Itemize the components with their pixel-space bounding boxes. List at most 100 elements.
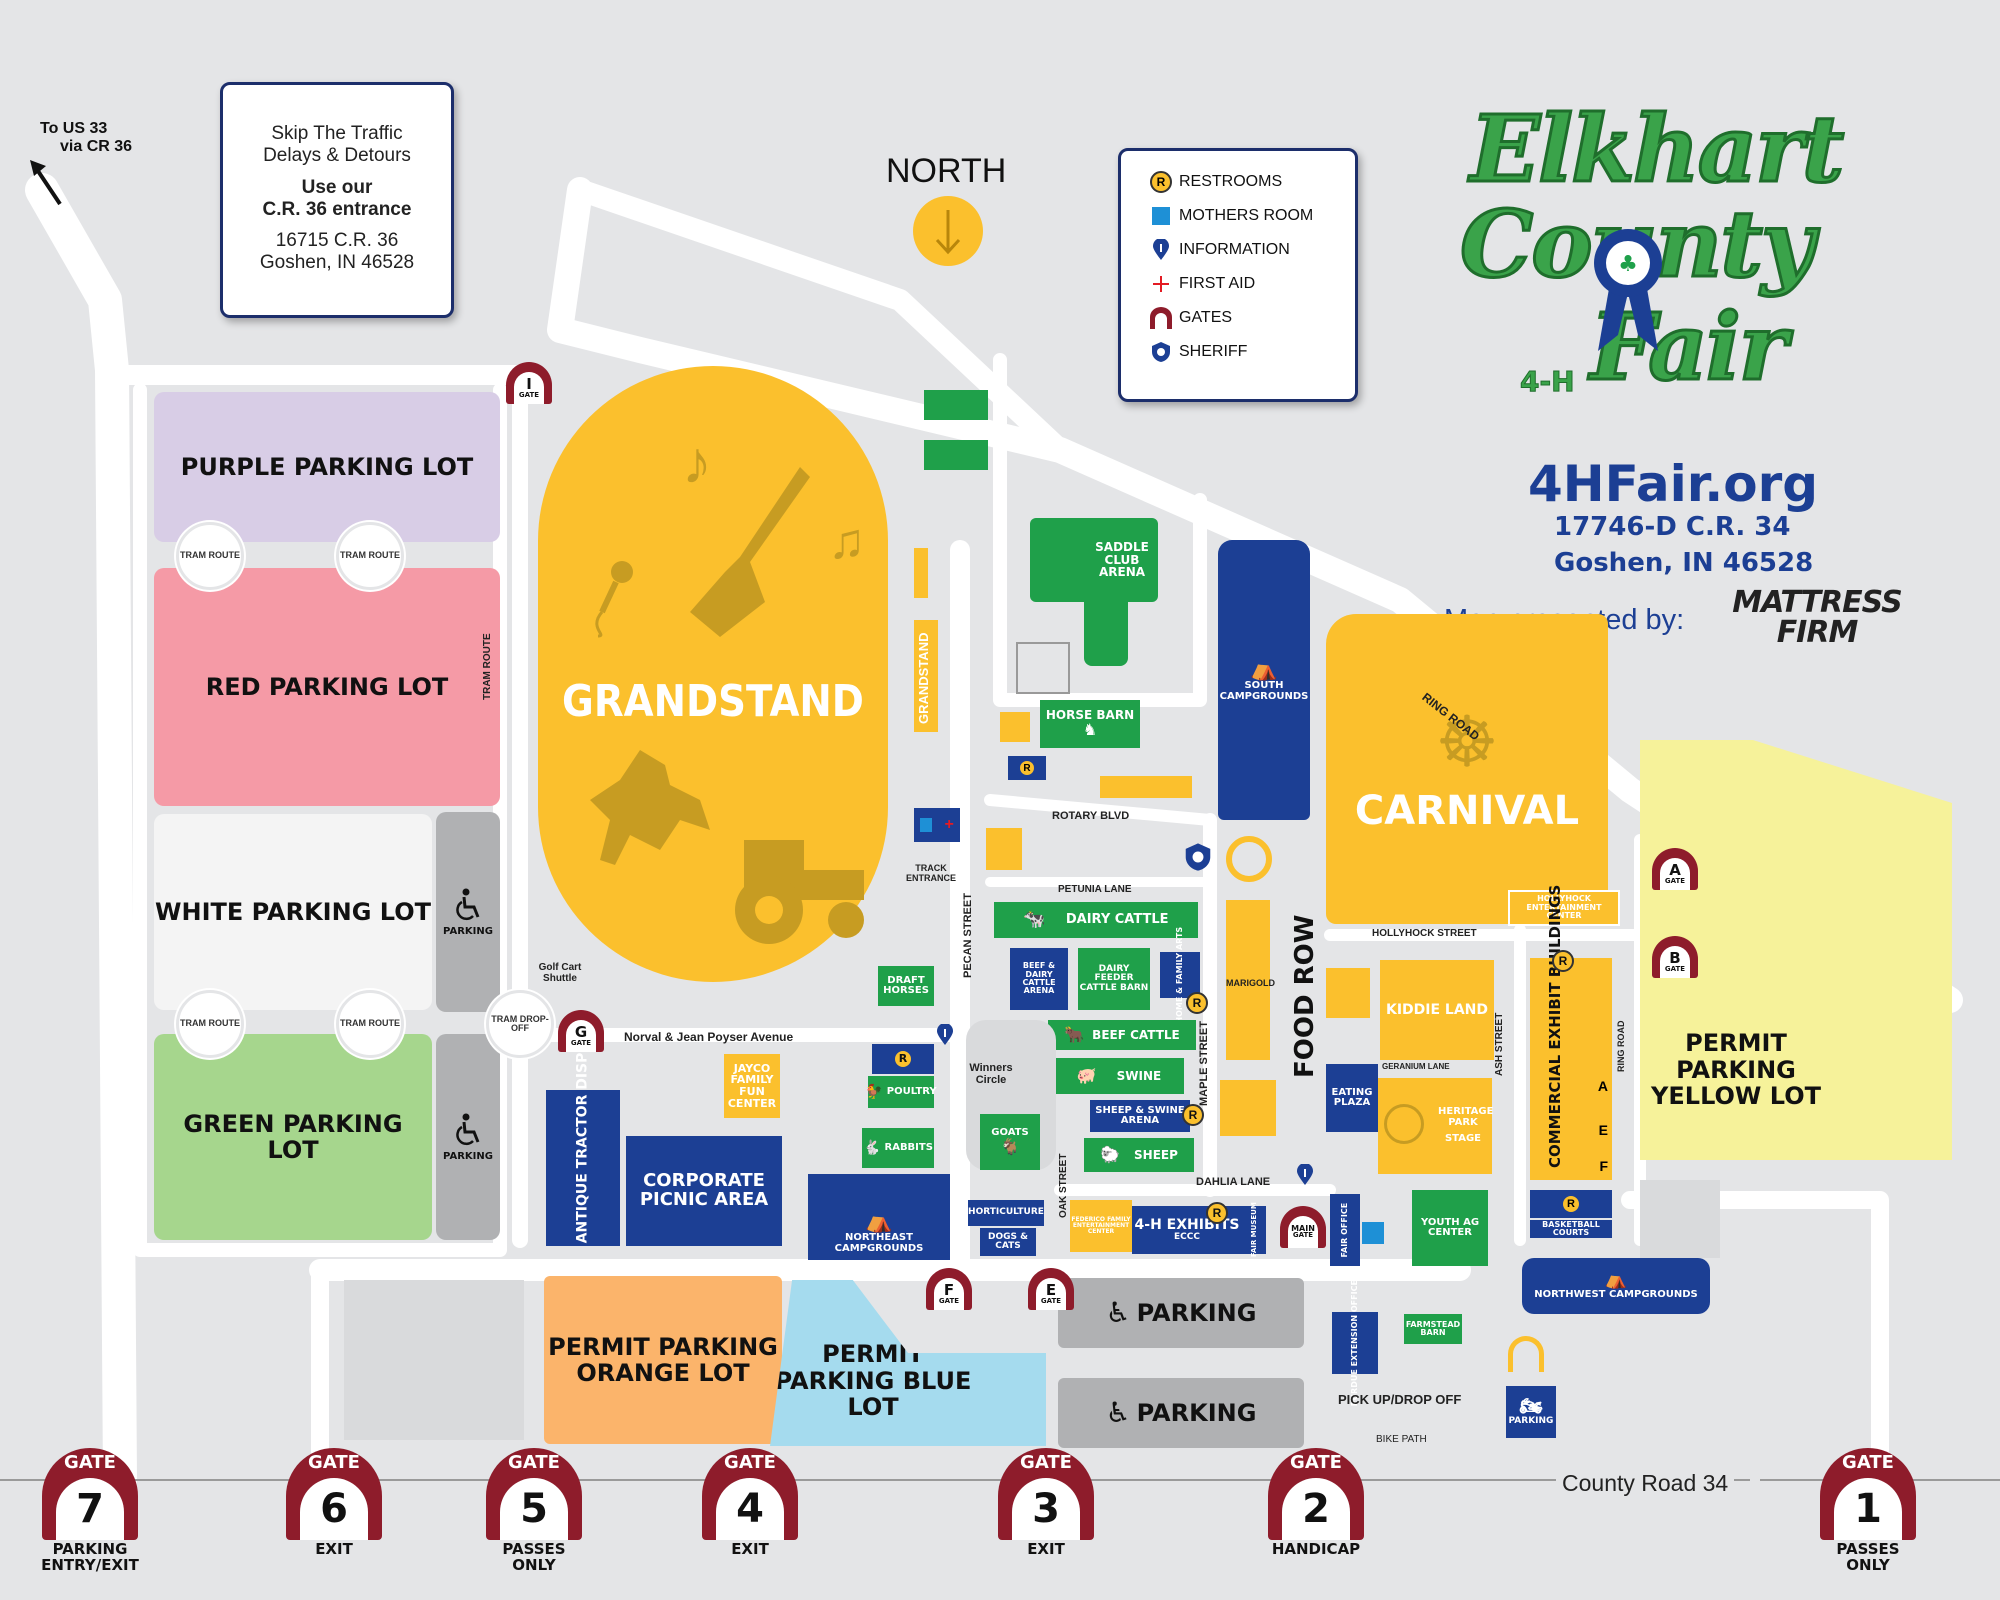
accessible-parking-upper[interactable]: PARKING — [436, 812, 500, 1012]
hollyhock-entertainment-label: HOLLYHOCK ENTERTAINMENT CENTER — [1526, 894, 1602, 921]
sheep-barn[interactable]: 🐑 SHEEP — [1084, 1138, 1194, 1172]
mothers-room-icon[interactable] — [1362, 1222, 1384, 1244]
ash-street-label: ASH STREET — [1494, 1012, 1505, 1076]
south-campgrounds[interactable]: ⛺ SOUTH CAMPGROUNDS — [1218, 540, 1310, 820]
poultry-barn[interactable]: 🐓 POULTRY — [865, 1076, 937, 1108]
saddle-club-arena[interactable]: SADDLE CLUB ARENA — [1030, 518, 1158, 602]
antique-tractor-display[interactable]: ANTIQUE TRACTOR DISPLAY — [546, 1024, 620, 1246]
restroom-marker[interactable]: R — [1206, 1202, 1228, 1224]
white-parking-lot[interactable]: WHITE PARKING LOT — [154, 814, 432, 1010]
eating-plaza[interactable]: EATING PLAZA — [1326, 1064, 1378, 1132]
commercial-exhibit-buildings[interactable]: COMMERCIAL EXHIBIT BUILDINGS A E F — [1530, 885, 1612, 1180]
first-aid-building[interactable]: + — [914, 808, 960, 842]
fair-office[interactable]: FAIR OFFICE — [1330, 1194, 1360, 1266]
restroom-building[interactable]: R — [1008, 756, 1046, 780]
restroom-commercial[interactable]: R — [1530, 1190, 1612, 1218]
beef-dairy-arena[interactable]: BEEF & DAIRY CATTLE ARENA — [1010, 948, 1068, 1010]
info-line-4: C.R. 36 entrance — [262, 198, 412, 220]
tram-route-stop[interactable]: TRAM ROUTE — [336, 990, 404, 1058]
dogs-cats-building[interactable]: DOGS & CATS — [980, 1228, 1036, 1256]
information-icon[interactable] — [936, 1023, 954, 1051]
accessible-parking-south-2[interactable]: ♿ PARKING — [1058, 1378, 1304, 1448]
food-row-label: FOOD ROW — [1290, 914, 1320, 1078]
kiddie-land[interactable]: KIDDIE LAND — [1380, 960, 1494, 1060]
north-green-building-1[interactable] — [924, 390, 988, 420]
beef-cattle-label: BEEF CATTLE — [1092, 1027, 1180, 1042]
saddle-club-arena-stem[interactable] — [1084, 596, 1128, 666]
accessible-parking-lower[interactable]: PARKING — [436, 1034, 500, 1240]
carnival-area[interactable]: ☸ CARNIVAL — [1326, 614, 1608, 924]
information-icon — [1143, 239, 1179, 261]
pretzel-icon[interactable] — [1226, 836, 1272, 882]
beef-cattle-barn[interactable]: 🐂 BEEF CATTLE — [1048, 1020, 1196, 1050]
information-icon[interactable] — [1296, 1163, 1314, 1191]
gate-3-caption: EXIT — [1027, 1540, 1065, 1558]
sheriff-badge-icon[interactable] — [1184, 842, 1212, 877]
tram-dropoff-stop[interactable]: TRAM DROP-OFF — [486, 990, 554, 1058]
sheep-swine-arena[interactable]: SHEEP & SWINE ARENA — [1090, 1100, 1190, 1132]
yellow-building-small[interactable] — [1000, 712, 1030, 742]
northwest-campgrounds[interactable]: ⛺ NORTHWEST CAMPGROUNDS — [1522, 1258, 1710, 1314]
north-green-building-2[interactable] — [924, 440, 988, 470]
corporate-picnic-area[interactable]: CORPORATE PICNIC AREA — [626, 1136, 782, 1246]
home-family-arts[interactable]: HOME & FAMILY ARTS — [1160, 927, 1200, 1023]
svg-text:♣: ♣ — [1618, 252, 1638, 277]
purdue-extension-office[interactable]: PURDUE EXTENSION OFFICE — [1332, 1280, 1378, 1406]
restroom-marker[interactable]: R — [1552, 950, 1574, 972]
poultry-restroom[interactable]: R — [872, 1044, 934, 1074]
fair-museum[interactable]: FAIR MUSEUM — [1242, 1203, 1266, 1257]
northeast-campgrounds[interactable]: ⛺ NORTHEAST CAMPGROUNDS — [808, 1174, 950, 1260]
farmstead-label: FARMSTEAD BARN — [1405, 1319, 1461, 1337]
farmstead-barn[interactable]: FARMSTEAD BARN — [1404, 1314, 1462, 1344]
poultry-label: POULTRY — [886, 1085, 937, 1097]
tram-route-stop[interactable]: TRAM ROUTE — [336, 522, 404, 590]
horse-barn[interactable]: HORSE BARN ♞ — [1040, 700, 1140, 748]
dairy-feeder-barn[interactable]: DAIRY FEEDER CATTLE BARN — [1078, 948, 1150, 1010]
gate-main-word: GATE — [1292, 1231, 1314, 1240]
horseshoe-icon[interactable] — [1508, 1336, 1544, 1372]
to-us33-line1: To US 33 — [40, 120, 108, 137]
youth-ag-center[interactable]: YOUTH AG CENTER — [1412, 1190, 1488, 1266]
gate-7-word: GATE — [64, 1452, 116, 1473]
green-parking-lot[interactable]: GREEN PARKING LOT — [154, 1034, 432, 1240]
taco-vendor[interactable] — [1326, 968, 1370, 1018]
swine-barn[interactable]: 🐖 SWINE — [1054, 1058, 1184, 1094]
jayco-fun-center[interactable]: JAYCO FAMILY FUN CENTER — [724, 1054, 780, 1118]
goats-barn[interactable]: GOATS 🐐 — [980, 1114, 1040, 1170]
food-vendor-fries[interactable] — [1226, 1000, 1270, 1060]
dairy-cattle-barn[interactable]: 🐄 DAIRY CATTLE — [994, 902, 1198, 938]
tram-route-stop[interactable]: TRAM ROUTE — [176, 522, 244, 590]
hollyhock-entertainment-center[interactable]: HOLLYHOCK ENTERTAINMENT CENTER — [1508, 890, 1620, 926]
purple-parking-lot[interactable]: PURPLE PARKING LOT — [154, 392, 500, 542]
restroom-marker[interactable]: R — [1186, 992, 1208, 1014]
corn-dog-vendor[interactable] — [1100, 776, 1192, 798]
entertainment-center-small[interactable]: FEDERICO FAMILY ENTERTAINMENT CENTER — [1070, 1200, 1132, 1252]
cycle-parking[interactable]: 🏍 PARKING — [1506, 1386, 1556, 1438]
horticulture-building[interactable]: HORTICULTURE — [968, 1200, 1044, 1226]
permit-orange-lot[interactable]: PERMIT PARKING ORANGE LOT — [544, 1276, 782, 1444]
draft-horses-barn[interactable]: DRAFT HORSES — [878, 966, 934, 1006]
burger-stand[interactable] — [1220, 1080, 1276, 1136]
grandstand-side-building[interactable]: GRANDSTAND — [914, 620, 938, 732]
tram-route-stop[interactable]: TRAM ROUTE — [176, 990, 244, 1058]
restroom-marker[interactable]: R — [1182, 1104, 1204, 1126]
accessible-parking-south-1[interactable]: ♿ PARKING — [1058, 1278, 1304, 1348]
basketball-courts[interactable]: BASKETBALL COURTS — [1530, 1220, 1612, 1238]
rabbits-barn[interactable]: 🐇 RABBITS — [862, 1128, 934, 1168]
red-parking-lot[interactable]: RED PARKING LOT — [154, 568, 500, 806]
ice-cream-stand[interactable] — [986, 828, 1022, 870]
